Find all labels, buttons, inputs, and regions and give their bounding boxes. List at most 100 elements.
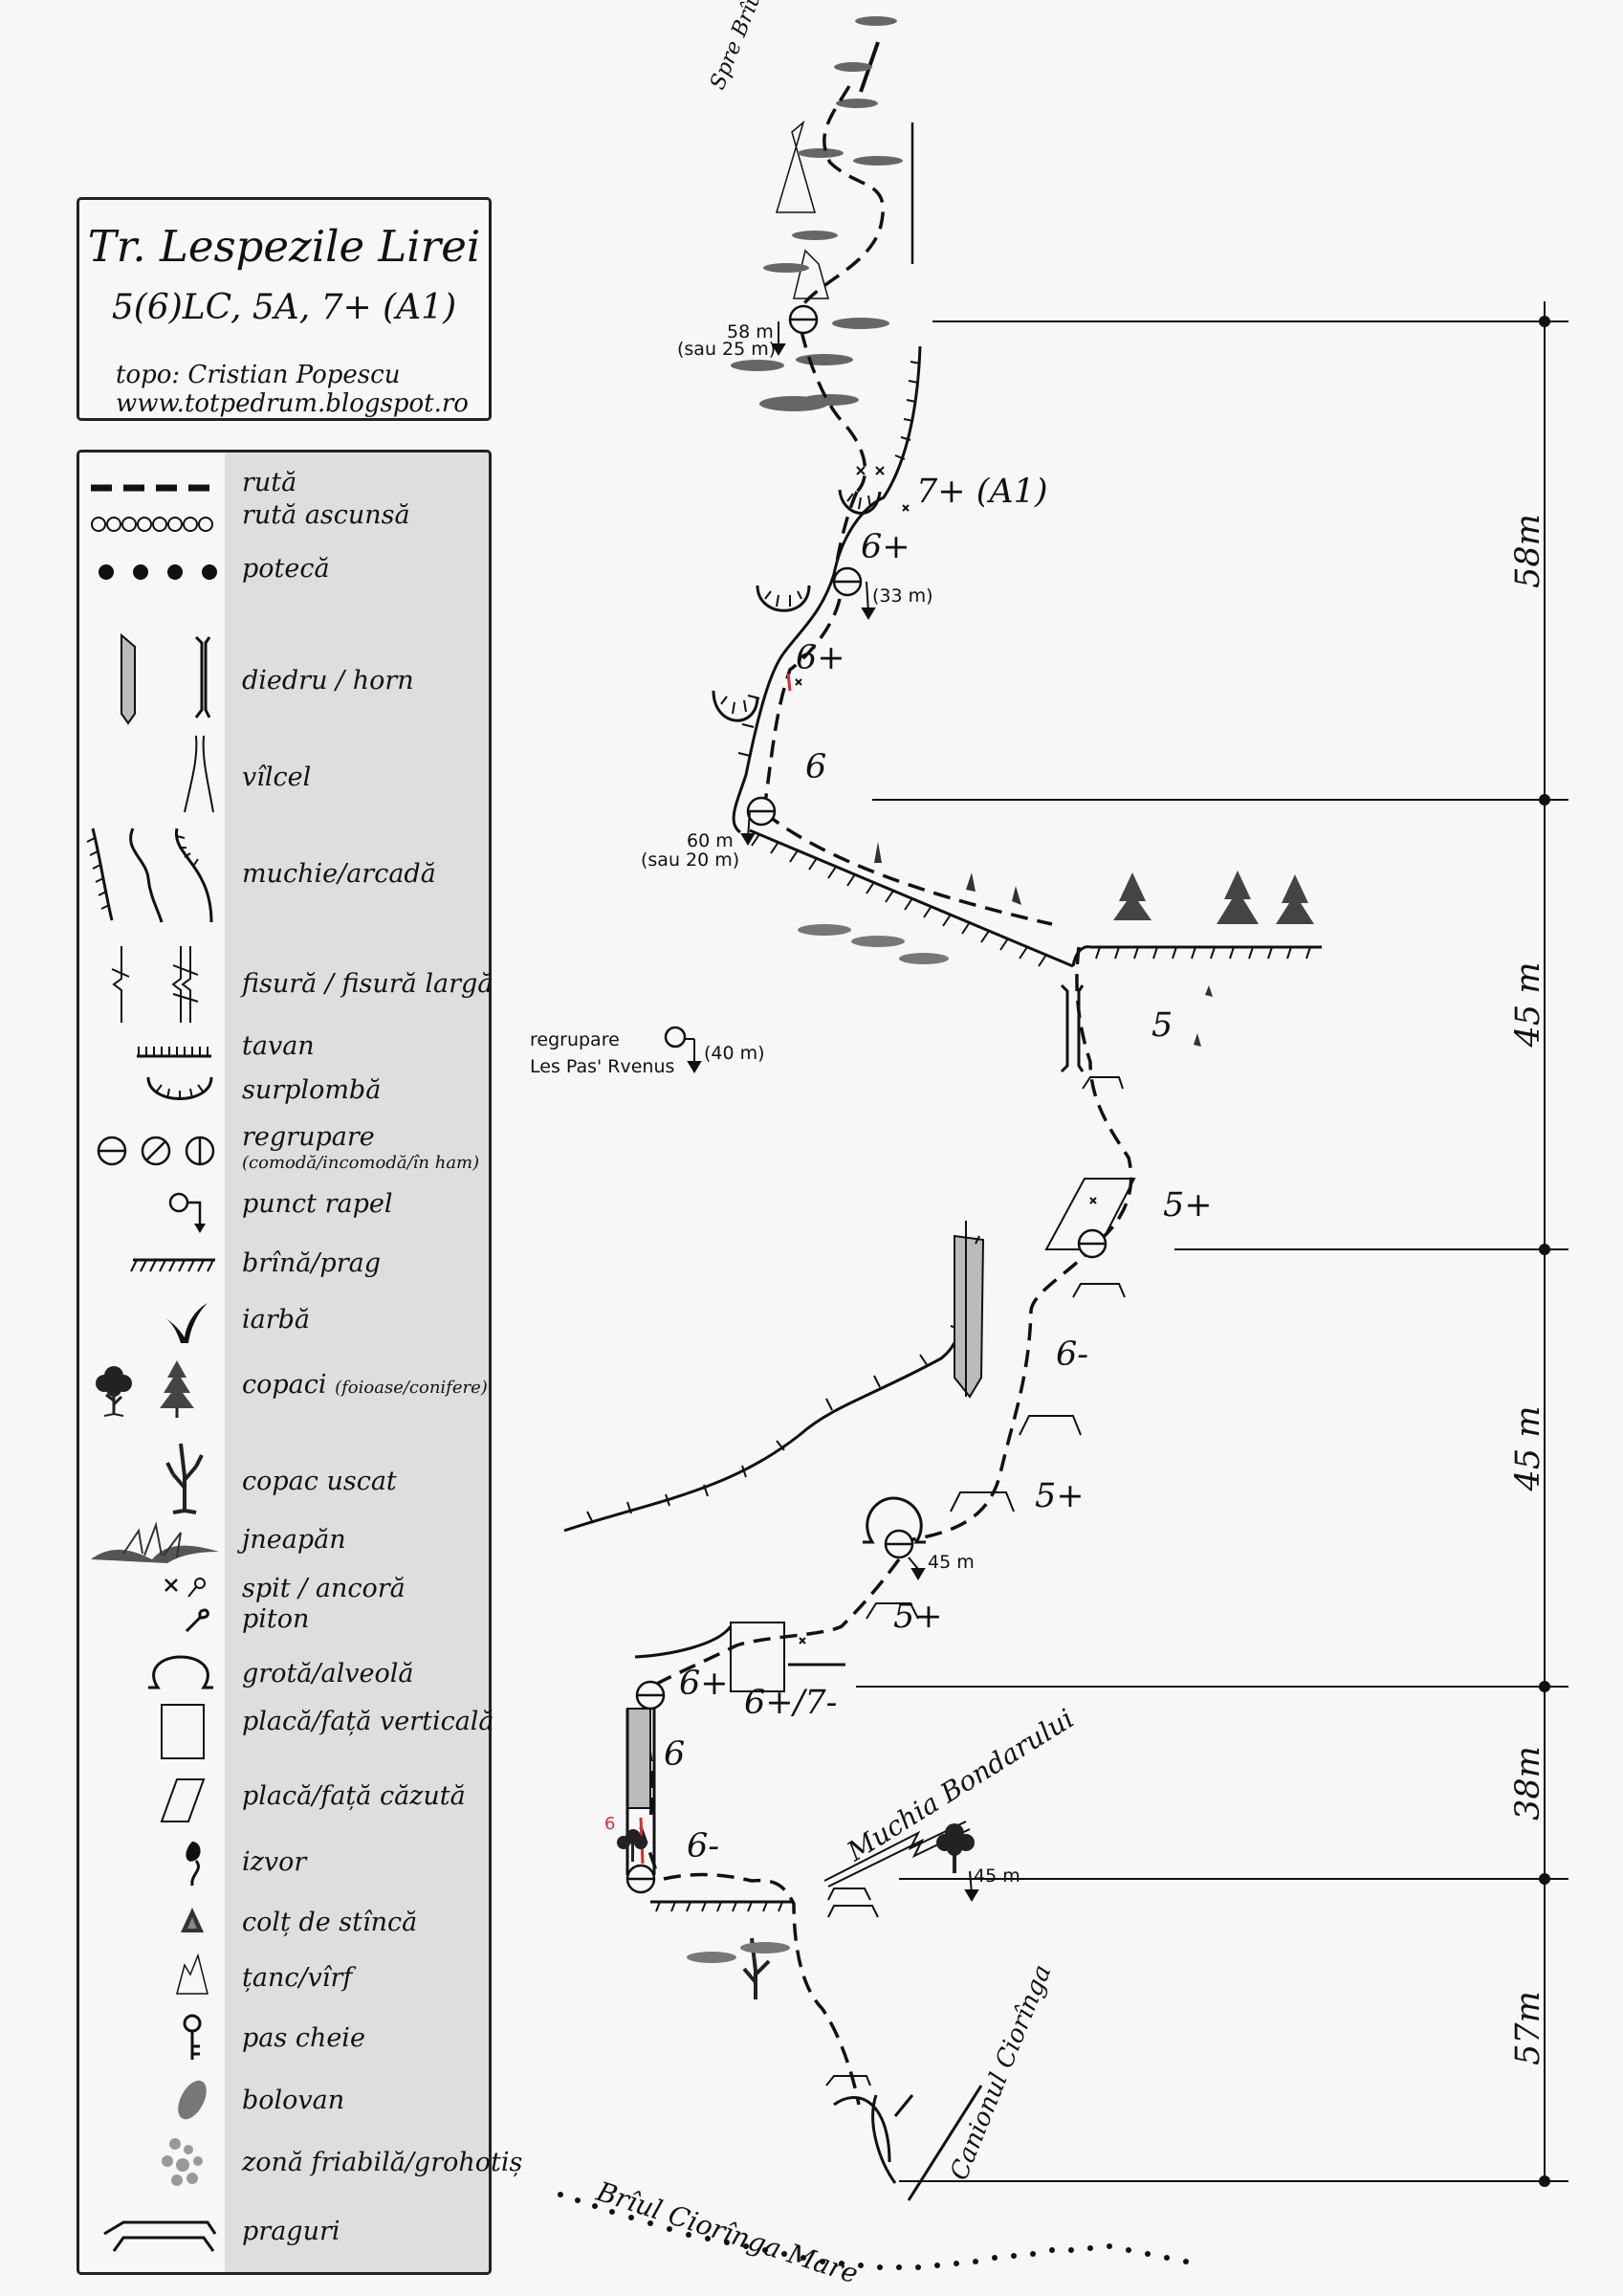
dead-tree-icon [165, 1443, 204, 1514]
pinnacle-icon [176, 1953, 208, 1995]
legend-label: placă/față verticală [242, 1707, 494, 1736]
red-grade: 6 [604, 1814, 616, 1834]
pitch-grade: 6- [687, 1827, 720, 1866]
legend-label: diedru / horn [242, 666, 414, 695]
belay-station-icon [97, 1136, 215, 1166]
scree-icon [162, 2138, 203, 2186]
route-dashed-line-icon [91, 484, 219, 492]
legend-label: placă/față căzută [242, 1781, 466, 1811]
legend-label: pas cheie [242, 2023, 365, 2053]
legend-sublabel: (comodă/incomodă/în ham) [242, 1153, 480, 1173]
legend-label: grotă/alveolă [242, 1659, 414, 1689]
legend-label: fisură / fisură largă [242, 969, 493, 999]
title-box: Tr. Lespezile Lirei 5(6)LC, 5A, 7+ (A1) … [77, 197, 492, 421]
key-step-icon [183, 2014, 202, 2060]
route-name: Tr. Lespezile Lirei [87, 221, 481, 272]
lower-ledge [650, 1900, 794, 1912]
legend-label: iarbă [242, 1305, 311, 1335]
legend-label: țanc/vîrf [242, 1963, 353, 1993]
vertical-slab [730, 1622, 785, 1692]
legend-label: surplombă [242, 1075, 382, 1105]
dwarf-pine-icon [91, 1521, 219, 1563]
slanted-slab-icon [160, 1778, 206, 1822]
rappel-arrows [685, 321, 979, 1902]
pitch-grade: 7+ (A1) [916, 473, 1048, 511]
steps [825, 1076, 1126, 2086]
path-dots-icon [99, 564, 217, 580]
pitch-grade: 6+ [796, 639, 845, 677]
overhang-ticks [720, 493, 871, 715]
regroup-note: regrupare [530, 1029, 620, 1050]
vertical-slab-icon [161, 1704, 205, 1759]
pitch-grade: 6- [1056, 1336, 1089, 1374]
grass-icon [165, 1303, 208, 1343]
rappel-length: 45 m [928, 1552, 975, 1573]
cave [863, 1496, 926, 1544]
rappel-length: 60 m [687, 830, 734, 851]
cave-icon [148, 1655, 213, 1689]
overhang-icon [146, 1076, 213, 1100]
legend-label: izvor [242, 1847, 307, 1877]
pitch-grade: 6+ [679, 1665, 729, 1703]
conifer-trees [1113, 871, 1314, 924]
grass-tufts-top [731, 16, 903, 411]
rappel-length: 58 m [727, 321, 774, 342]
grass-ledge [798, 842, 1213, 1047]
pitch-grade: 6 [664, 1735, 686, 1774]
bolt-crosses [795, 466, 1097, 1645]
canyon [833, 2085, 983, 2201]
rappel-length-alt: (sau 25 m) [677, 339, 777, 360]
rappel-length-alt: (sau 20 m) [641, 850, 740, 871]
upper-wall [775, 41, 914, 299]
height-label: 38m [1509, 1746, 1547, 1821]
boulder-icon [178, 2080, 207, 2120]
height-label: 45 m [1509, 961, 1547, 1048]
height-scale [856, 301, 1568, 2187]
legend-label: praguri [242, 2217, 340, 2246]
ledge-icon [130, 1258, 215, 1272]
gully-icon [184, 735, 214, 813]
diagonal-ledge [749, 828, 1322, 968]
regroup-note-name: Les Pas' Rvenus [530, 1056, 675, 1077]
legend-label-2: piton [242, 1604, 310, 1634]
legend-label: tavan [242, 1031, 315, 1061]
rappel-length: (33 m) [872, 585, 933, 607]
red-crack-mark [786, 673, 792, 692]
legend-label: rută ascunsă [242, 500, 410, 530]
legend-label: muchie/arcadă [242, 859, 436, 889]
legend-label: copaci (foioase/conifere) [242, 1370, 488, 1400]
route-grade: 5(6)LC, 5A, 7+ (A1) [111, 288, 457, 327]
steps-icon [103, 2220, 217, 2252]
belay-stations [625, 304, 1108, 1894]
legend-label: bolovan [242, 2086, 345, 2115]
legend-label: potecă [242, 554, 330, 584]
height-label: 58m [1509, 514, 1547, 588]
pitch-grade: 6+ [861, 528, 910, 566]
overhangs [712, 489, 882, 722]
legend-label: colț de stîncă [242, 1908, 418, 1937]
pitch-grade: 5+ [893, 1598, 943, 1636]
legend-label: spit / ancoră [242, 1574, 406, 1603]
rappel-length: (40 m) [704, 1043, 765, 1064]
legend-label: rută [242, 468, 297, 497]
dihedral-gray [954, 1221, 985, 1399]
trees-icon [96, 1360, 194, 1418]
chimney-pitch-5 [1060, 983, 1085, 1073]
rappel-point-icon [168, 1192, 206, 1233]
pitch-grade: 6+/7- [744, 1684, 838, 1722]
legend-label: vîlcel [242, 762, 312, 792]
crack-wide-crack-icon [111, 946, 199, 1023]
legend-sublabel: (foioase/conifere) [335, 1378, 488, 1398]
pitch-grade: 5 [1151, 1006, 1173, 1045]
topo-author: topo: Cristian Popescu [116, 361, 401, 389]
rappel-length: 45 m [974, 1866, 1020, 1887]
spring-icon [186, 1842, 201, 1887]
bottom-path [558, 2192, 1189, 2270]
edge-arch-icon [86, 828, 213, 923]
legend-panel: rută rută ascunsă potecă diedru / horn v… [77, 450, 522, 2275]
legend-label: zonă friabilă/grohotiș [242, 2148, 523, 2177]
legend-label-text: copaci [242, 1370, 327, 1400]
roof-icon [137, 1047, 211, 1058]
rock-tooth-icon [181, 1908, 204, 1932]
